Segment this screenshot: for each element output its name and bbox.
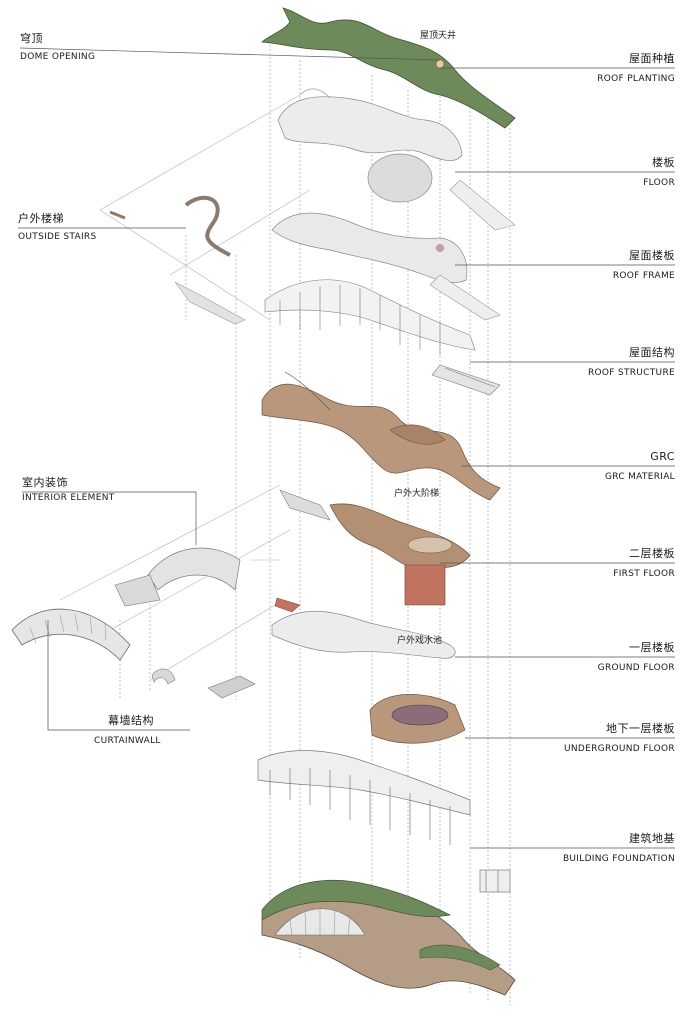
label-cn: 屋面结构 [629,346,675,359]
label-underground-floor: 地下一层楼板 UNDERGROUND FLOOR [564,722,675,756]
label-outdoor-grand-stair: 户外大阶梯 [394,489,440,499]
label-cn: 建筑地基 [629,832,675,845]
label-roof-structure: 屋面结构 ROOF STRUCTURE [588,346,675,380]
interior-element-layer [114,489,331,699]
outside-stairs-element [184,195,231,257]
label-cn: 穹顶 [20,32,43,45]
label-outside-stairs: 户外楼梯 OUTSIDE STAIRS [18,212,97,244]
label-first-floor: 二层楼板 FIRST FLOOR [613,547,675,581]
label-roof-courtyard: 屋顶天井 [420,31,457,41]
label-en: ROOF PLANTING [597,74,675,84]
label-floor: 楼板 FLOOR [643,156,675,190]
label-building-foundation: 建筑地基 BUILDING FOUNDATION [563,832,675,866]
label-en: UNDERGROUND FLOOR [563,744,675,754]
label-en: GROUND FLOOR [597,663,675,673]
diagonal-guides [59,94,311,681]
label-en: ROOF STRUCTURE [587,368,675,378]
label-cn: 屋面种植 [629,52,675,65]
label-cn: 屋面楼板 [629,249,675,262]
label-cn: 地下一层楼板 [606,722,675,735]
label-en: DOME OPENING [20,52,96,62]
leader-lines [18,47,675,849]
assembled-building-model [261,880,516,996]
roof-structure-layer [264,279,501,396]
label-en: OUTSIDE STAIRS [18,232,97,242]
label-roof-planting: 屋面种植 ROOF PLANTING [597,52,675,86]
underground-floor-layer [369,694,466,744]
label-cn: 二层楼板 [629,547,675,560]
label-en: BUILDING FOUNDATION [562,854,675,864]
label-en: CURTAINWALL [94,736,161,746]
label-en: FIRST FLOOR [613,569,675,579]
label-outdoor-water-pool: 户外戏水池 [397,636,443,646]
label-cn: 幕墙结构 [108,714,154,727]
ground-floor-layer [271,610,456,659]
label-en: INTERIOR ELEMENT [22,493,115,503]
grc-material-layer [261,383,501,501]
label-roof-frame: 屋面楼板 ROOF FRAME [613,249,675,283]
roof-frame-layer [271,212,468,284]
first-floor-layer [329,503,471,569]
label-cn: 一层楼板 [629,641,675,654]
label-curtainwall: 幕墙结构 CURTAINWALL [94,714,161,748]
label-en: FLOOR [643,178,675,188]
label-interior-element: 室内装饰 INTERIOR ELEMENT [22,476,115,505]
label-cn: 楼板 [652,156,675,169]
roof-shell-layer [277,96,463,161]
curtainwall-layer [11,608,131,661]
label-grc: GRC GRC MATERIAL [605,450,675,484]
label-en: GRC MATERIAL [604,472,675,482]
floor-dome-element [367,153,433,203]
label-cn: GRC [650,450,675,463]
roof-planting-layer [261,7,516,129]
building-foundation-layer [257,750,511,893]
label-en: ROOF FRAME [612,271,675,281]
dome-opening-icon [435,59,445,69]
label-dome-opening: 穹顶 DOME OPENING [20,32,95,64]
label-cn: 户外楼梯 [18,212,64,225]
label-cn: 室内装饰 [22,476,68,489]
label-ground-floor: 一层楼板 GROUND FLOOR [598,641,675,675]
